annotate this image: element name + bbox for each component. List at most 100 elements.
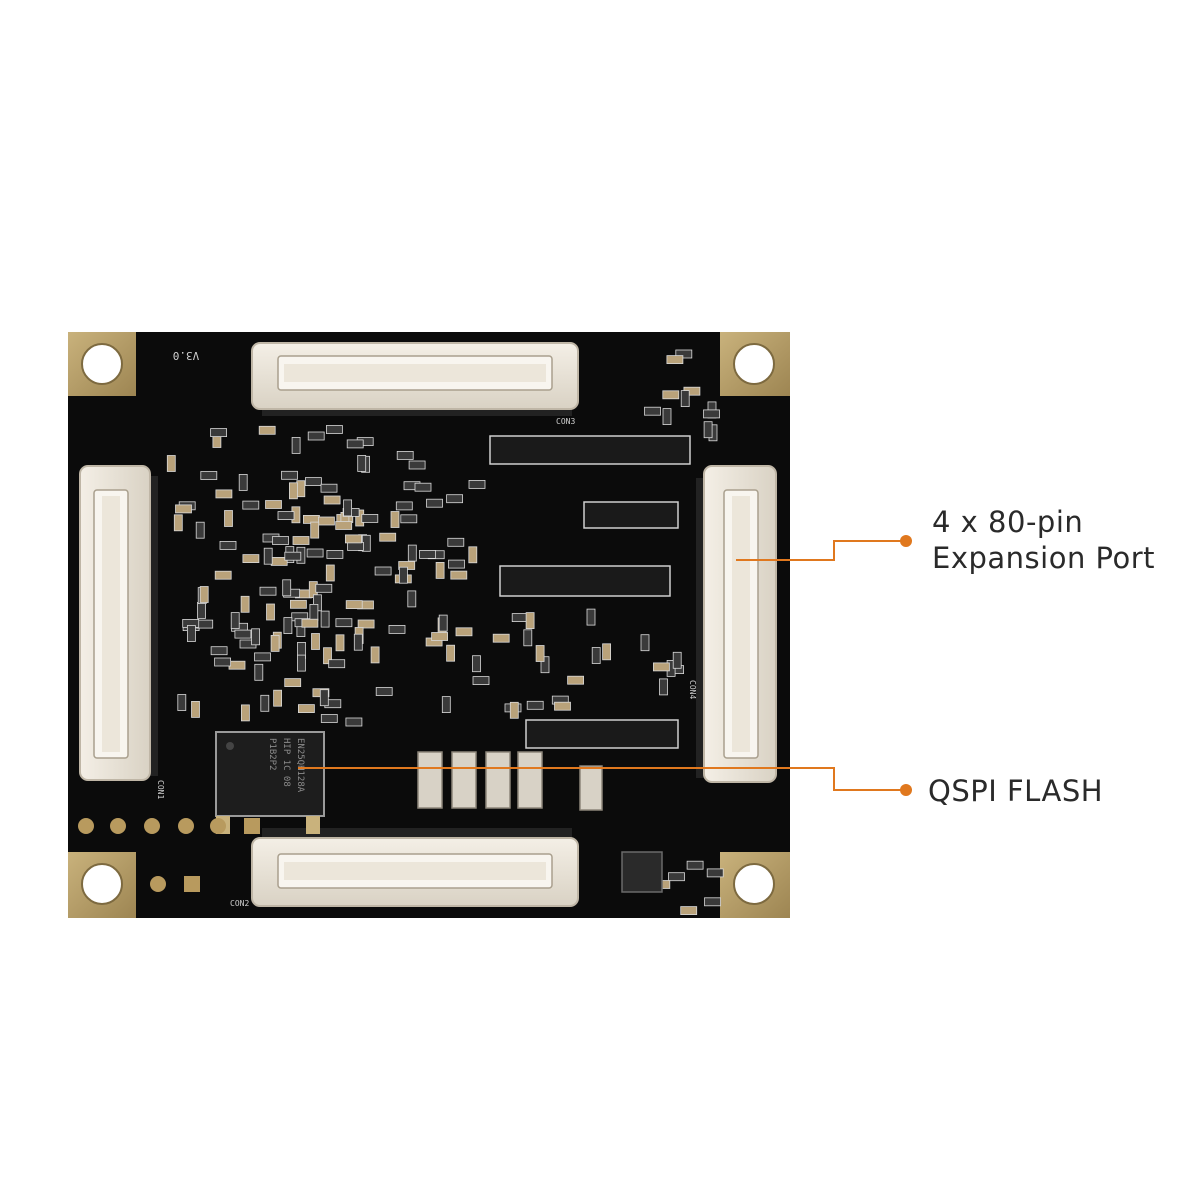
smd-part [400, 514, 418, 524]
smd-part [219, 541, 237, 550]
smd-part [326, 550, 344, 559]
smd-part [238, 473, 248, 491]
callout-line-qspi [298, 767, 912, 796]
smd-part [306, 548, 324, 558]
flash-marking-3: P1B2P2 [267, 738, 277, 771]
callout-expansion-line-1: 4 x 80-pin [932, 505, 1084, 539]
smd-part [567, 675, 584, 685]
callout-qspi-line-1: QSPI FLASH [928, 774, 1104, 808]
smd-part [446, 644, 456, 662]
smd-part [450, 570, 468, 580]
smd-part [346, 439, 364, 449]
smd-part [640, 634, 650, 652]
smd-part [554, 701, 571, 711]
smd-part [289, 599, 307, 609]
smd-part [175, 504, 192, 514]
silkscreen-version: V3.0 [173, 349, 200, 362]
smd-part [492, 633, 510, 643]
callout-label-expansion-port: 4 x 80-pin Expansion Port [932, 504, 1155, 576]
smd-part [435, 562, 445, 579]
smd-part [591, 647, 601, 664]
smd-part [282, 579, 292, 597]
mounting-hole-top-right [720, 332, 790, 396]
smd-part [297, 704, 315, 713]
smd-part [228, 660, 246, 670]
smd-part [320, 483, 338, 493]
smd-part [353, 633, 363, 651]
smd-part [347, 542, 364, 551]
smd-part [407, 544, 417, 562]
smd-part [344, 534, 362, 544]
smd-components [166, 349, 724, 915]
smd-part [177, 694, 187, 711]
smd-part [335, 634, 345, 652]
smd-part [680, 906, 698, 915]
flash-marking-1: EN25QH128A [295, 738, 305, 793]
smd-part [266, 603, 275, 621]
regulator-chip [621, 851, 663, 893]
smd-part [166, 455, 176, 472]
silkscreen-con4: CON4 [688, 680, 697, 699]
smd-part [668, 872, 685, 882]
smd-part [215, 489, 233, 499]
smd-part [325, 425, 343, 434]
smd-part [197, 602, 206, 619]
callout-expansion-line-2: Expansion Port [932, 541, 1156, 575]
smd-part [644, 406, 661, 416]
expansion-connector-right [696, 465, 777, 783]
smd-part [325, 564, 335, 582]
smd-part [653, 662, 670, 672]
smd-part [370, 646, 380, 664]
qspi-flash-chip: EN25QH128A HIP 1C 08 P1B2P2 [215, 731, 325, 834]
smd-part [242, 500, 260, 510]
smd-part [586, 608, 596, 626]
callout-label-qspi-flash: QSPI FLASH [928, 773, 1103, 809]
smd-part [254, 663, 264, 681]
smd-part [345, 600, 363, 609]
smd-part [210, 428, 228, 438]
smd-part [472, 655, 481, 673]
smd-part [288, 482, 298, 500]
smd-part [254, 652, 271, 662]
smd-part [304, 477, 322, 487]
smd-part [270, 635, 280, 652]
callout-line-expansion [736, 535, 912, 561]
smd-part [472, 676, 490, 685]
smd-part [426, 498, 443, 508]
smd-part [526, 700, 544, 710]
smd-part [281, 470, 298, 480]
smd-part [251, 628, 261, 646]
smd-part [659, 678, 668, 696]
smd-part [292, 536, 310, 545]
smd-part [283, 617, 293, 634]
smd-part [375, 687, 393, 696]
smd-part [395, 501, 413, 511]
smd-part [602, 643, 611, 661]
smd-part [419, 550, 436, 559]
smd-part [214, 570, 232, 580]
smd-part [540, 656, 550, 674]
smd-part [200, 471, 218, 480]
smd-part [448, 559, 465, 569]
smd-part [414, 482, 432, 492]
smd-part [311, 633, 320, 650]
smd-part [407, 590, 417, 608]
silkscreen-con2: CON2 [230, 899, 249, 908]
smd-part [259, 586, 277, 596]
smd-part [523, 629, 533, 647]
mounting-hole-bottom-left [68, 852, 136, 918]
smd-part [704, 897, 721, 907]
smd-part [431, 632, 449, 641]
smd-part [240, 595, 250, 613]
smd-part [210, 646, 228, 656]
smd-part [662, 390, 680, 400]
smd-part [662, 408, 672, 426]
smd-part [277, 511, 295, 521]
smd-part [408, 460, 426, 470]
smd-part [388, 625, 406, 634]
smd-part [195, 521, 205, 539]
smd-part [703, 409, 720, 419]
smd-part [335, 521, 353, 530]
passive-array-2 [499, 565, 671, 597]
passive-array-3 [525, 719, 679, 749]
